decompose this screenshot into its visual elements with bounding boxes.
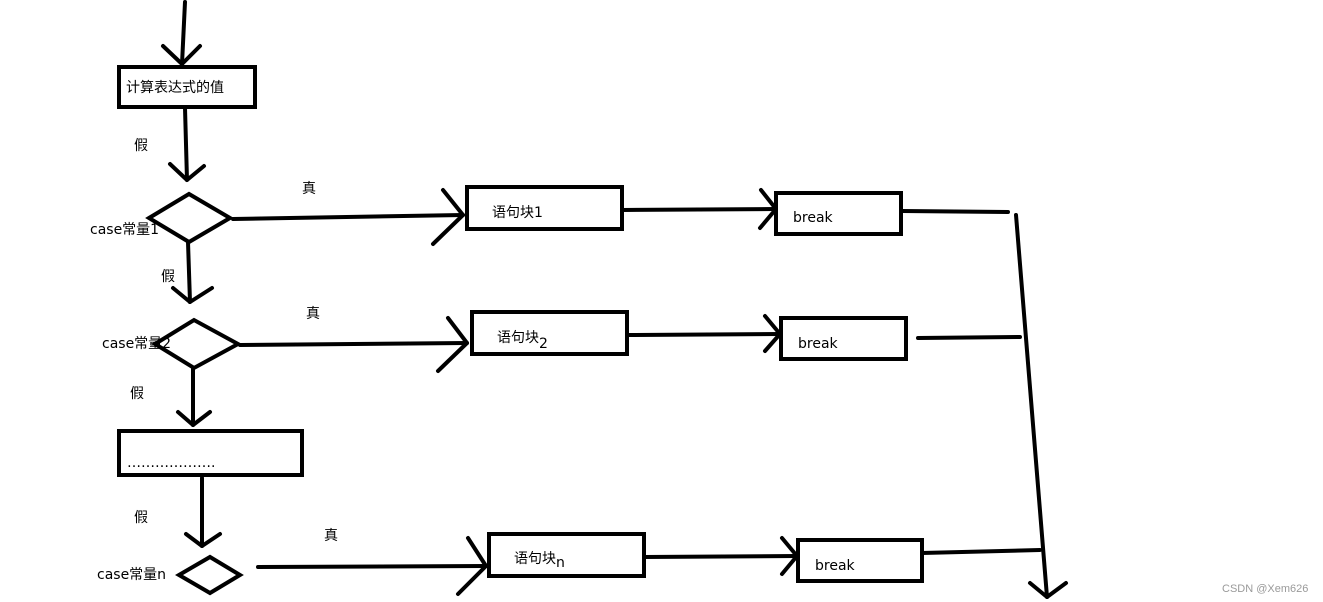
decision-case2: [151, 317, 243, 371]
decision-casen: [175, 554, 244, 596]
exit-connectors: [900, 209, 1068, 599]
block2-label: 语句块2: [497, 330, 548, 352]
statement-block-1: [465, 185, 624, 231]
arrow-case1-to-block1: [231, 213, 465, 221]
statement-block-n: [487, 532, 646, 578]
arrow-compute-to-case1: [183, 106, 189, 182]
compute-expression-label: 计算表达式的值: [126, 80, 224, 96]
main-flow-connectors: [161, 0, 222, 548]
breakn-label: break: [815, 558, 856, 574]
exit-line-breakn: [920, 548, 1042, 555]
false-label-1: 假: [134, 138, 148, 154]
exit-main-arrow-head: [1028, 581, 1068, 599]
true-label-2: 真: [306, 306, 320, 322]
block1-label: 语句块1: [492, 205, 543, 221]
false-label-2: 假: [161, 269, 175, 285]
break-box-1: [774, 191, 903, 236]
case2-label: case常量2: [102, 336, 171, 352]
true-label-1: 真: [302, 181, 316, 197]
arrow-case1-to-block1-head: [431, 188, 465, 246]
exit-line-break1: [900, 209, 1010, 214]
ellipsis-box: [117, 429, 304, 477]
arrow-case2-to-ellipsis-head: [176, 410, 212, 427]
statement-block-2: [470, 310, 629, 356]
entry-arrow-line: [180, 0, 187, 66]
arrow-compute-to-case1-head: [168, 162, 206, 182]
arrow-ellipsis-to-casen-head: [184, 532, 222, 548]
ellipsis-label: ……………….: [127, 455, 215, 471]
blockn-label: 语句块n: [514, 551, 565, 571]
false-label-4: 假: [134, 510, 148, 526]
arrow-case1-to-case2: [186, 240, 192, 304]
arrow-case2-to-block2: [238, 341, 469, 347]
arrow-blockn-to-breakn: [642, 554, 799, 559]
arrow-casen-to-blockn-head: [456, 536, 488, 596]
arrow-casen-to-blockn: [256, 564, 488, 569]
true-label-n: 真: [324, 528, 338, 544]
arrow-block1-to-break1: [620, 207, 778, 212]
break-box-n: [796, 538, 924, 583]
csdn-watermark: CSDN @Xem626: [1222, 583, 1308, 595]
case1-label: case常量1: [90, 222, 159, 238]
break2-label: break: [798, 336, 839, 352]
false-label-3: 假: [130, 386, 144, 402]
decision-case1: [145, 191, 234, 245]
break1-label: break: [793, 210, 834, 226]
exit-line-break2: [916, 335, 1022, 340]
arrow-case2-to-block2-head: [436, 316, 469, 373]
entry-arrow-head: [161, 44, 202, 66]
casen-label: case常量n: [97, 567, 166, 583]
arrow-block2-to-break2: [625, 332, 782, 337]
break-box-2: [779, 316, 908, 361]
arrow-case1-to-case2-head: [171, 286, 214, 304]
exit-main-line: [1014, 213, 1049, 599]
compute-expression-box: [117, 65, 257, 109]
